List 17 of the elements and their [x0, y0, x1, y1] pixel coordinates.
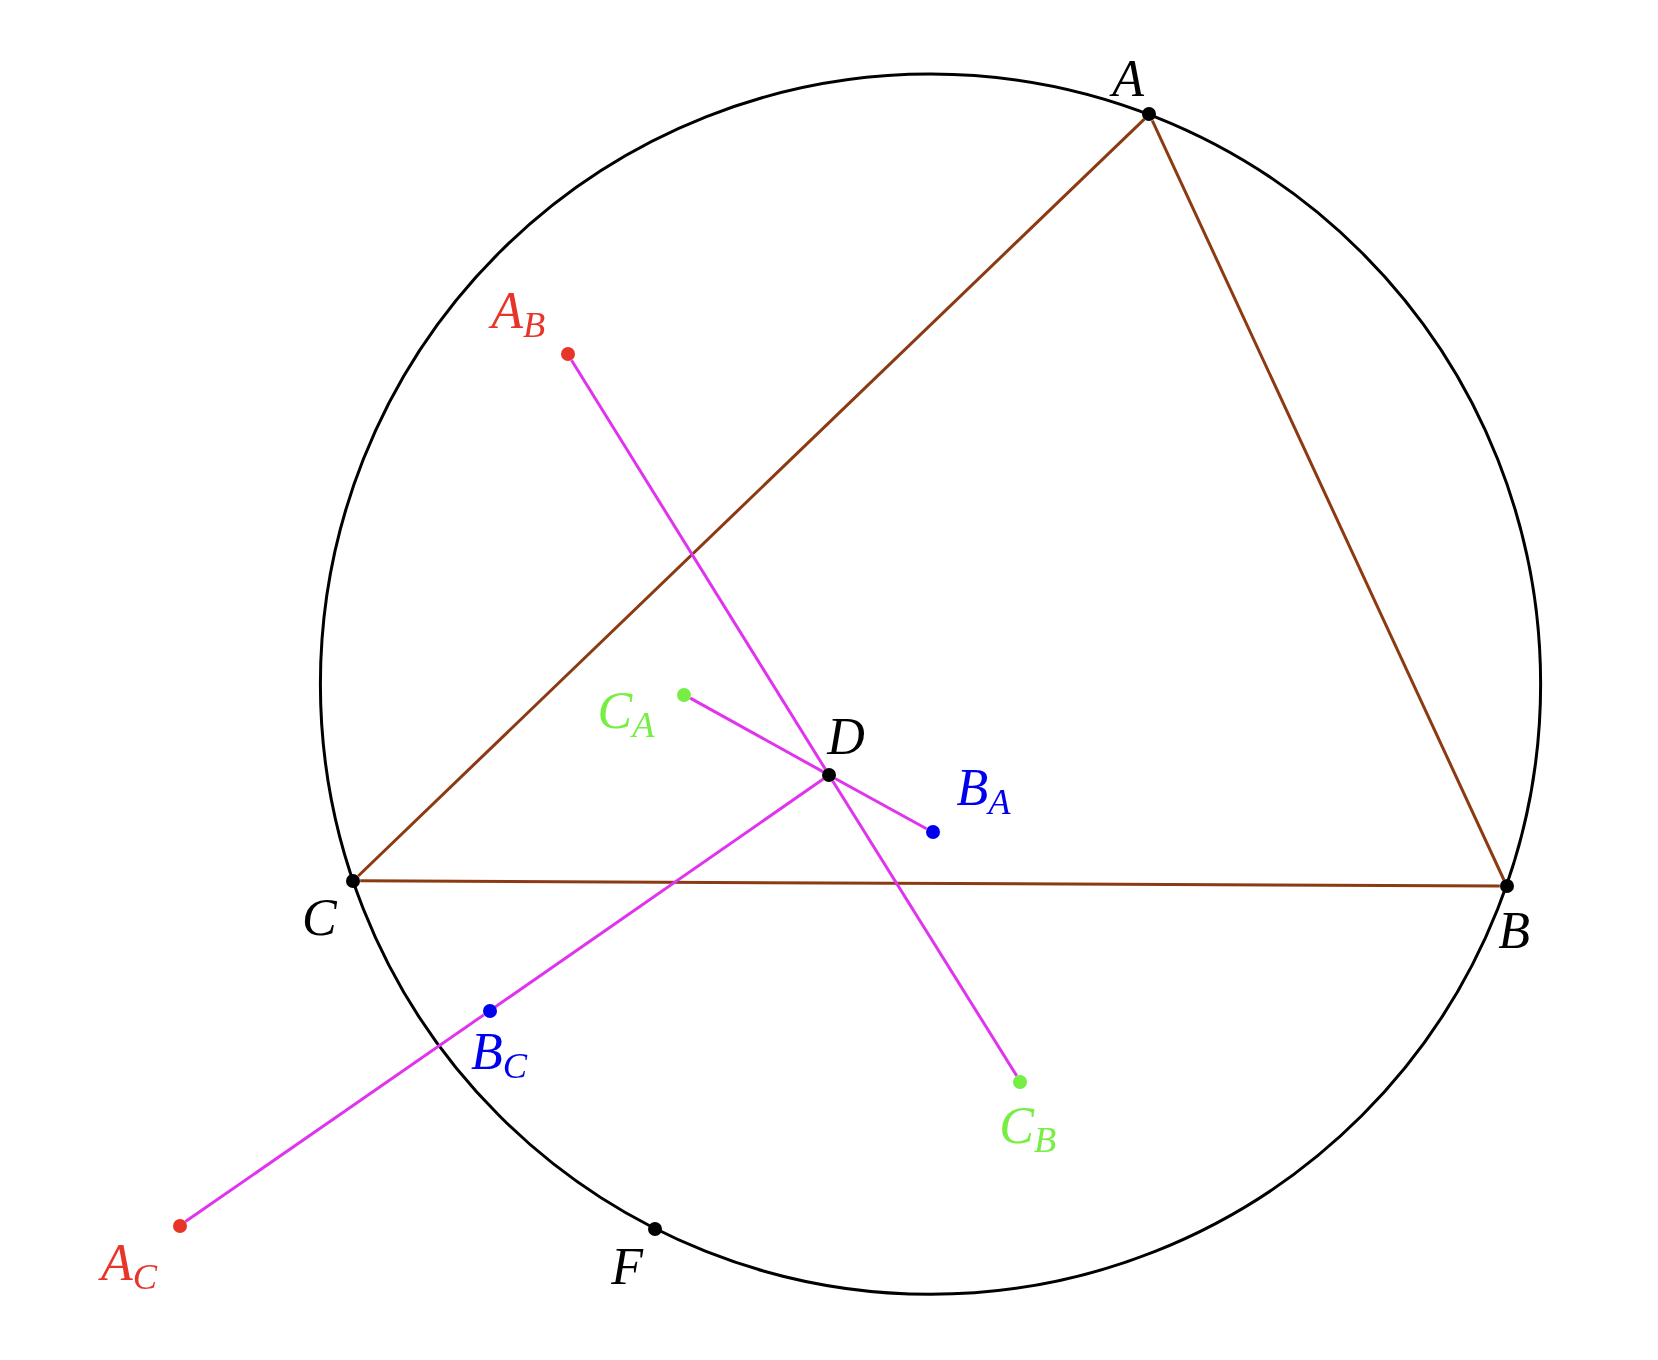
line-segment: [570, 359, 827, 770]
point-label: B: [1498, 904, 1531, 957]
line-segment: [831, 780, 1018, 1077]
line-segment: [834, 777, 928, 831]
point-label: B$_{C}$: [471, 1026, 528, 1085]
line-segment: [494, 777, 825, 1009]
line-segment: [360, 879, 1500, 888]
line-segment: [184, 1013, 485, 1223]
point-label: F: [611, 1240, 643, 1293]
line-segment: [1150, 119, 1506, 881]
point-label: C: [302, 891, 337, 944]
line-segment: [357, 117, 1146, 878]
line-segment: [689, 696, 824, 773]
point-label: D: [827, 711, 865, 763]
point-label: B$_{A}$: [956, 761, 1011, 821]
point-label: C$_{B}$: [999, 1100, 1057, 1159]
point-label: C$_{A}$: [597, 684, 655, 743]
